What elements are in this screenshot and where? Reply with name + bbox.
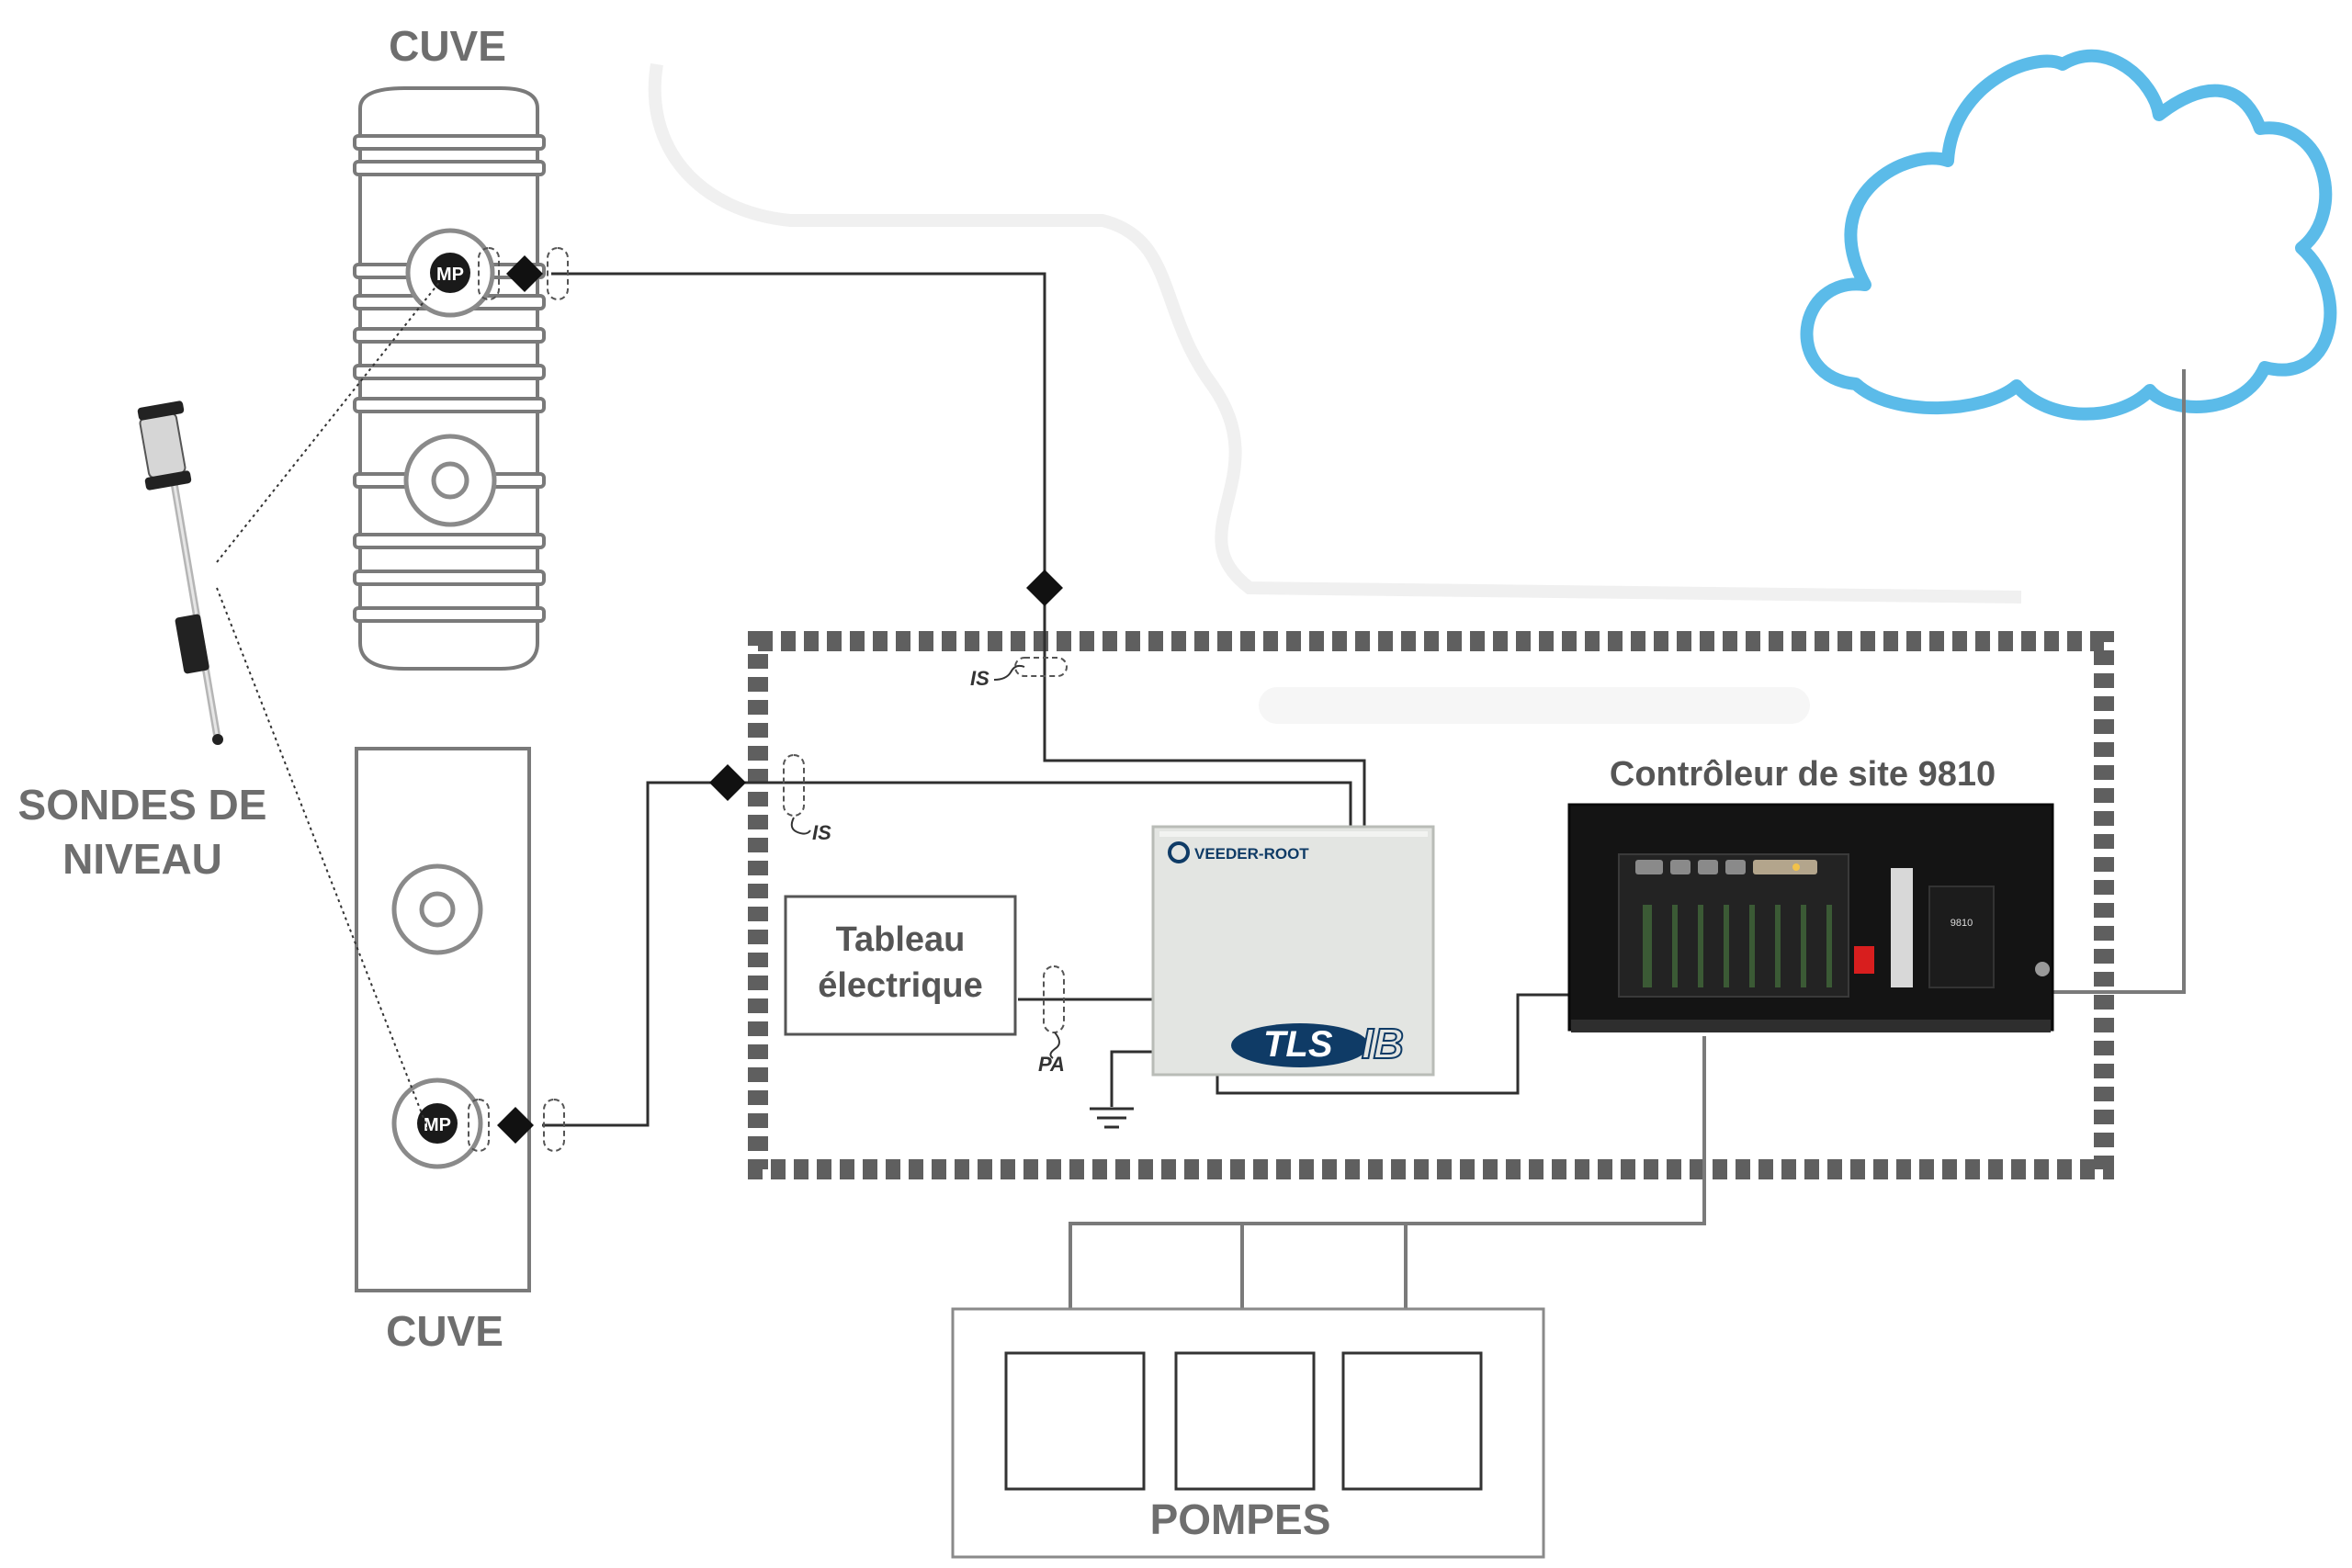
pump-2[interactable] [1174,1351,1316,1491]
console-brand: VEEDER-ROOT [1194,845,1309,863]
cable-clamps [468,247,1068,1152]
faint-shading [1259,687,1810,724]
pumps-label: POMPES [1150,1495,1331,1543]
tank-top-label: CUVE [389,22,506,70]
controller-label: Contrôleur de site 9810 [1610,755,1996,794]
pa-tag: PA [1038,1053,1065,1076]
controller-card-slots [1643,905,1832,987]
tank-bottom-label: CUVE [386,1307,503,1355]
cloud-icon[interactable] [1800,49,2337,421]
ground-icon [1090,1107,1134,1129]
electrical-panel-box[interactable] [784,895,1017,1036]
console-model-a: TLS [1263,1024,1333,1065]
console-model-b: IB [1362,1020,1404,1067]
level-probe-icon [137,400,223,745]
is-tag-left: IS [812,821,831,844]
is-tag-top: IS [970,667,989,690]
probes-label-line1: SONDES DE [18,781,267,829]
safe-area-boundary [748,631,2114,1179]
panel-label-line1: Tableau [836,920,966,959]
power-switch[interactable] [1854,946,1874,974]
probes-label-line2: NIVEAU [62,835,222,883]
tag-leaders [790,664,1060,1059]
pump-3[interactable] [1341,1351,1483,1491]
diamond-junction-icon [497,255,1063,1144]
tank-icon[interactable] [353,86,546,671]
wires [542,272,2186,1353]
mp-top-label: MP [436,265,464,285]
probe-leader-lines [216,279,442,1131]
tank-icon-bottom[interactable] [355,747,531,1292]
controller-badge-plate [1928,886,1995,988]
controller-module [1891,868,1913,987]
tls-logo-swoosh [1231,1023,1369,1067]
controller-screw [2035,962,2050,976]
background-route [648,62,2022,604]
veeder-root-logo-icon [1168,841,1190,863]
pump-1[interactable] [1004,1351,1146,1491]
controller-badge: 9810 [1951,918,1973,929]
mp-bottom-label: MP [424,1115,451,1135]
panel-label-line2: électrique [818,966,983,1005]
controller-ports [1635,860,1817,874]
